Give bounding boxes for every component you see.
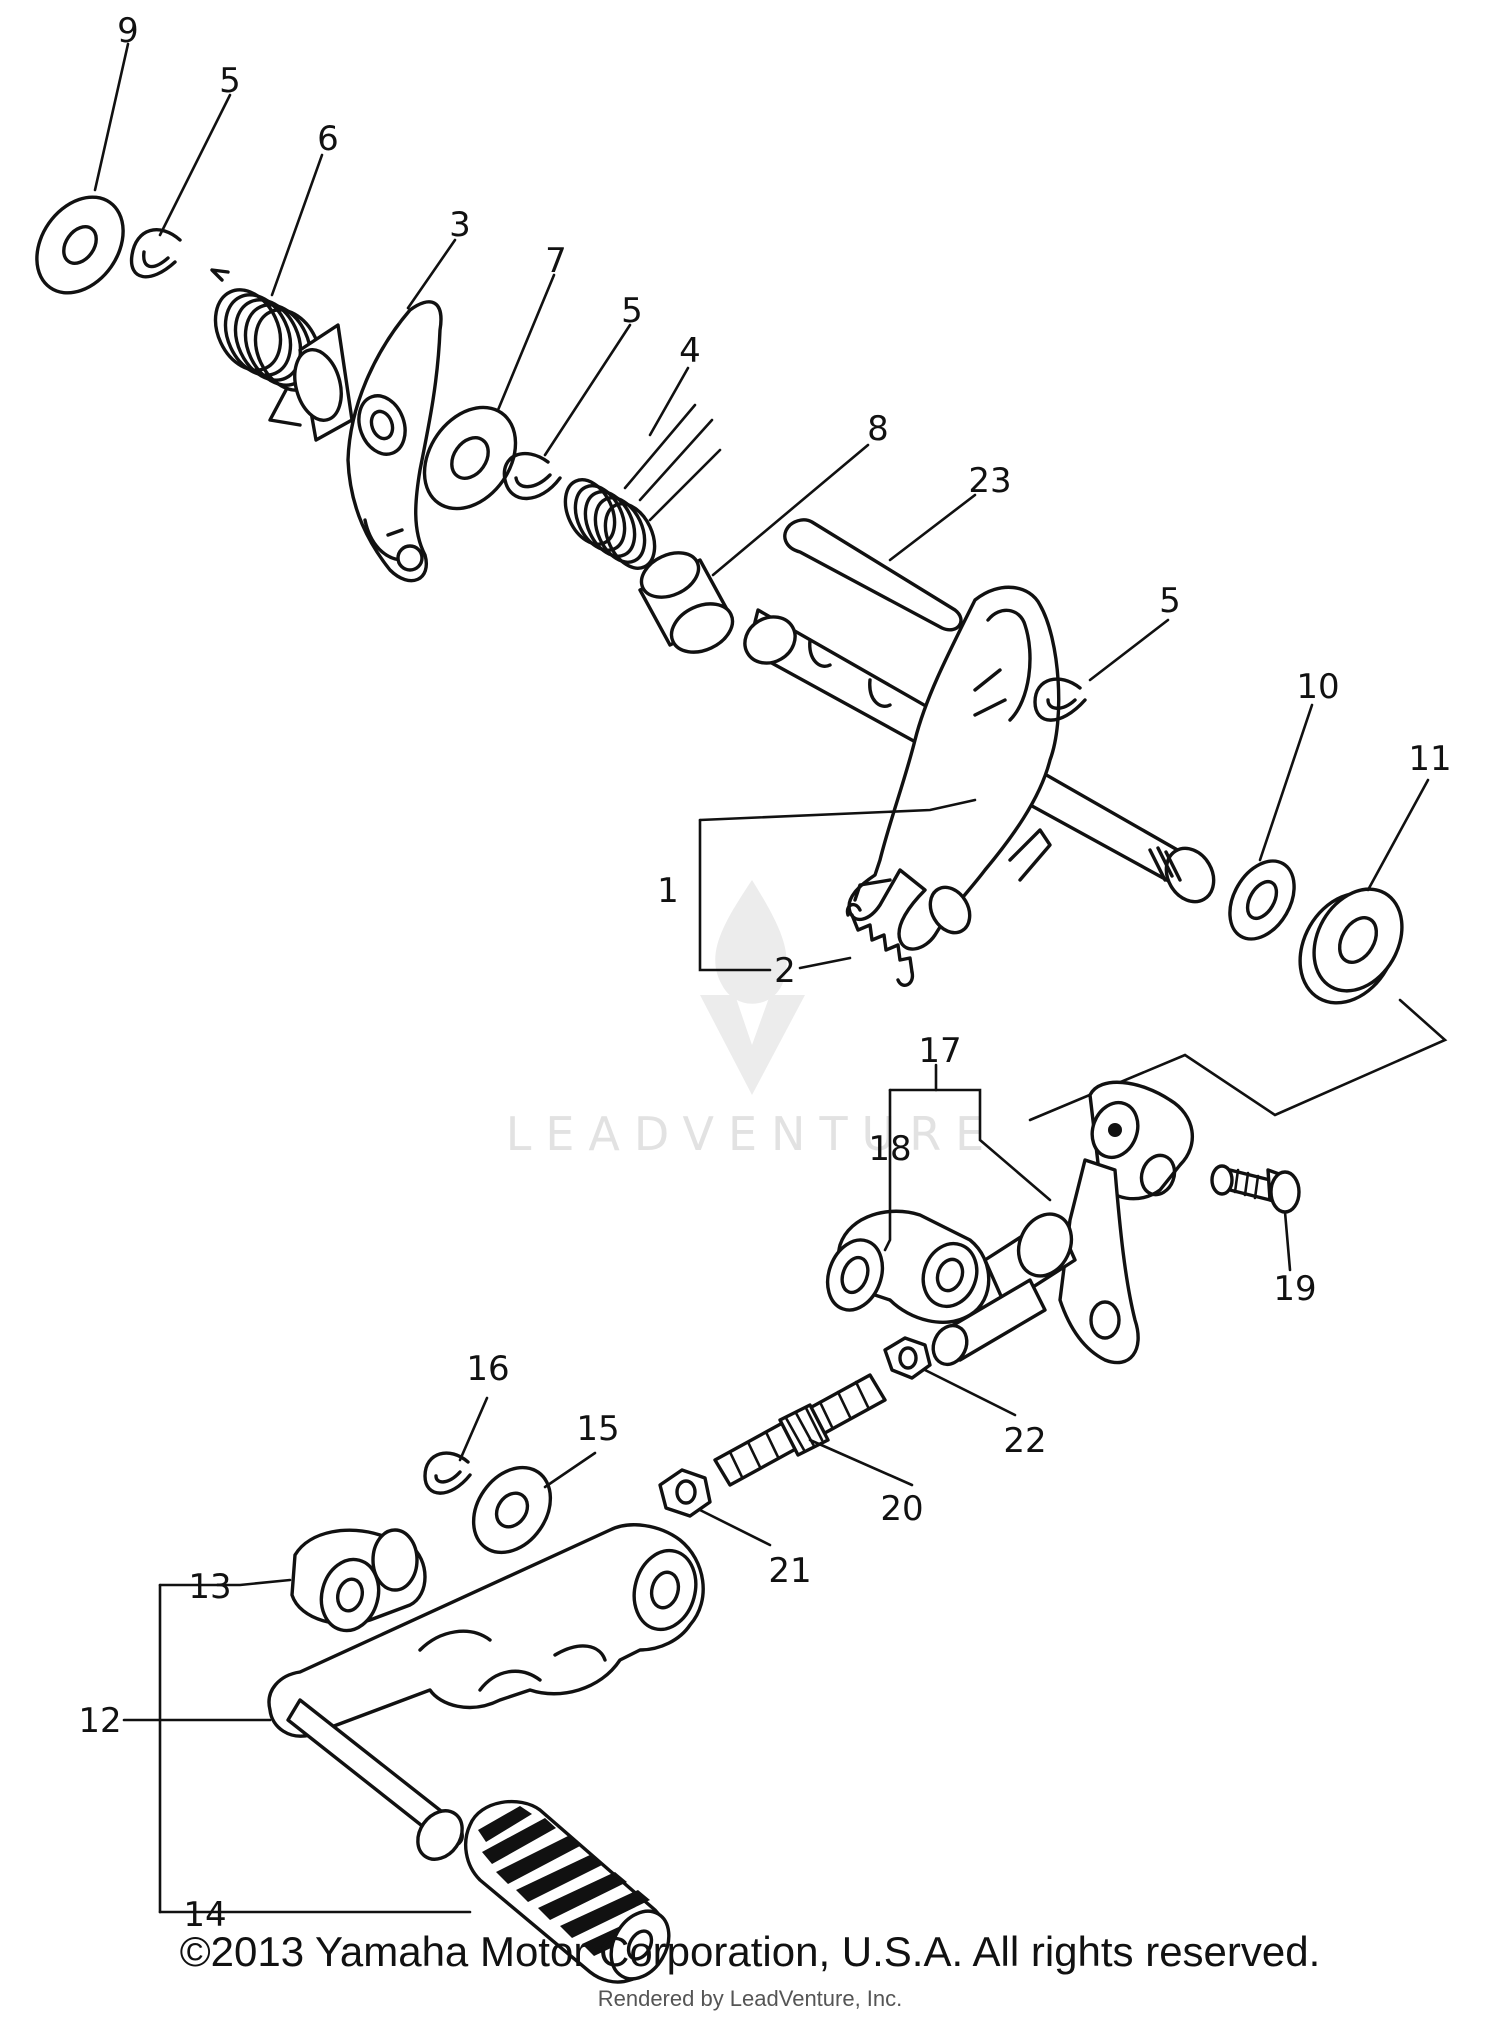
watermark-flame-icon bbox=[715, 880, 787, 1004]
part-1-shift-shaft bbox=[743, 585, 1216, 951]
label-8: 8 bbox=[867, 409, 889, 449]
leader-lines bbox=[93, 42, 1430, 1914]
part-5-circlip-b bbox=[502, 451, 562, 501]
label-17: 17 bbox=[918, 1031, 961, 1071]
part-8-bushing bbox=[638, 551, 735, 654]
label-5-a: 5 bbox=[219, 61, 241, 101]
part-16-circlip bbox=[423, 1451, 472, 1495]
part-7-washer bbox=[422, 405, 518, 511]
part-15-washer bbox=[471, 1465, 553, 1555]
label-10: 10 bbox=[1296, 667, 1339, 707]
part-5-circlip-a bbox=[129, 228, 182, 279]
copyright-notice: ©2013 Yamaha Motor Corporation, U.S.A. A… bbox=[179, 1928, 1321, 1975]
label-5-b: 5 bbox=[621, 291, 643, 331]
label-11: 11 bbox=[1408, 739, 1451, 779]
part-21-nut bbox=[658, 1468, 712, 1518]
part-9-washer bbox=[35, 195, 125, 295]
label-13: 13 bbox=[188, 1567, 231, 1607]
watermark-v-icon bbox=[700, 995, 805, 1095]
rendered-by-notice: Rendered by LeadVenture, Inc. bbox=[597, 1986, 903, 2011]
part-10-washer bbox=[1228, 859, 1296, 941]
part-23-pin bbox=[783, 518, 963, 632]
label-1: 1 bbox=[657, 871, 679, 911]
part-5-circlip-c bbox=[1033, 677, 1087, 722]
part-number-labels: 9 5 6 3 7 5 4 8 23 5 10 11 1 2 17 18 19 … bbox=[78, 11, 1451, 1935]
label-7: 7 bbox=[545, 241, 567, 281]
alignment-line bbox=[1028, 998, 1448, 1122]
label-2: 2 bbox=[774, 951, 796, 991]
label-22: 22 bbox=[1003, 1421, 1046, 1461]
part-13-ball-joint bbox=[290, 1528, 427, 1633]
part-12-shift-pedal bbox=[267, 1523, 705, 1861]
part-14-pedal-rubber bbox=[463, 1799, 671, 1984]
label-16: 16 bbox=[466, 1349, 509, 1389]
label-19: 19 bbox=[1273, 1269, 1316, 1309]
part-22-nut bbox=[883, 1336, 932, 1380]
part-19-bolt bbox=[1210, 1164, 1301, 1214]
watermark-text: LEADVENTURE bbox=[506, 1107, 999, 1161]
part-20-adjuster-rod bbox=[713, 1373, 887, 1487]
label-5-c: 5 bbox=[1159, 581, 1181, 621]
part-11-oil-seal bbox=[1298, 887, 1404, 1005]
leadventure-watermark: LEADVENTURE bbox=[506, 880, 999, 1161]
label-20: 20 bbox=[880, 1489, 923, 1529]
part-4-spring bbox=[563, 403, 722, 570]
label-23: 23 bbox=[968, 461, 1011, 501]
label-6: 6 bbox=[317, 119, 339, 159]
label-14: 14 bbox=[183, 1895, 226, 1935]
part-17-shift-arm bbox=[931, 1080, 1195, 1367]
label-3: 3 bbox=[449, 205, 471, 245]
label-12: 12 bbox=[78, 1701, 121, 1741]
label-15: 15 bbox=[576, 1409, 619, 1449]
label-21: 21 bbox=[768, 1551, 811, 1591]
label-18: 18 bbox=[868, 1129, 911, 1169]
part-3-shift-arm bbox=[293, 300, 443, 583]
part-18-ball-joint bbox=[825, 1209, 991, 1324]
part-2-spring bbox=[845, 902, 915, 987]
label-9: 9 bbox=[117, 11, 139, 51]
label-4: 4 bbox=[679, 331, 701, 371]
